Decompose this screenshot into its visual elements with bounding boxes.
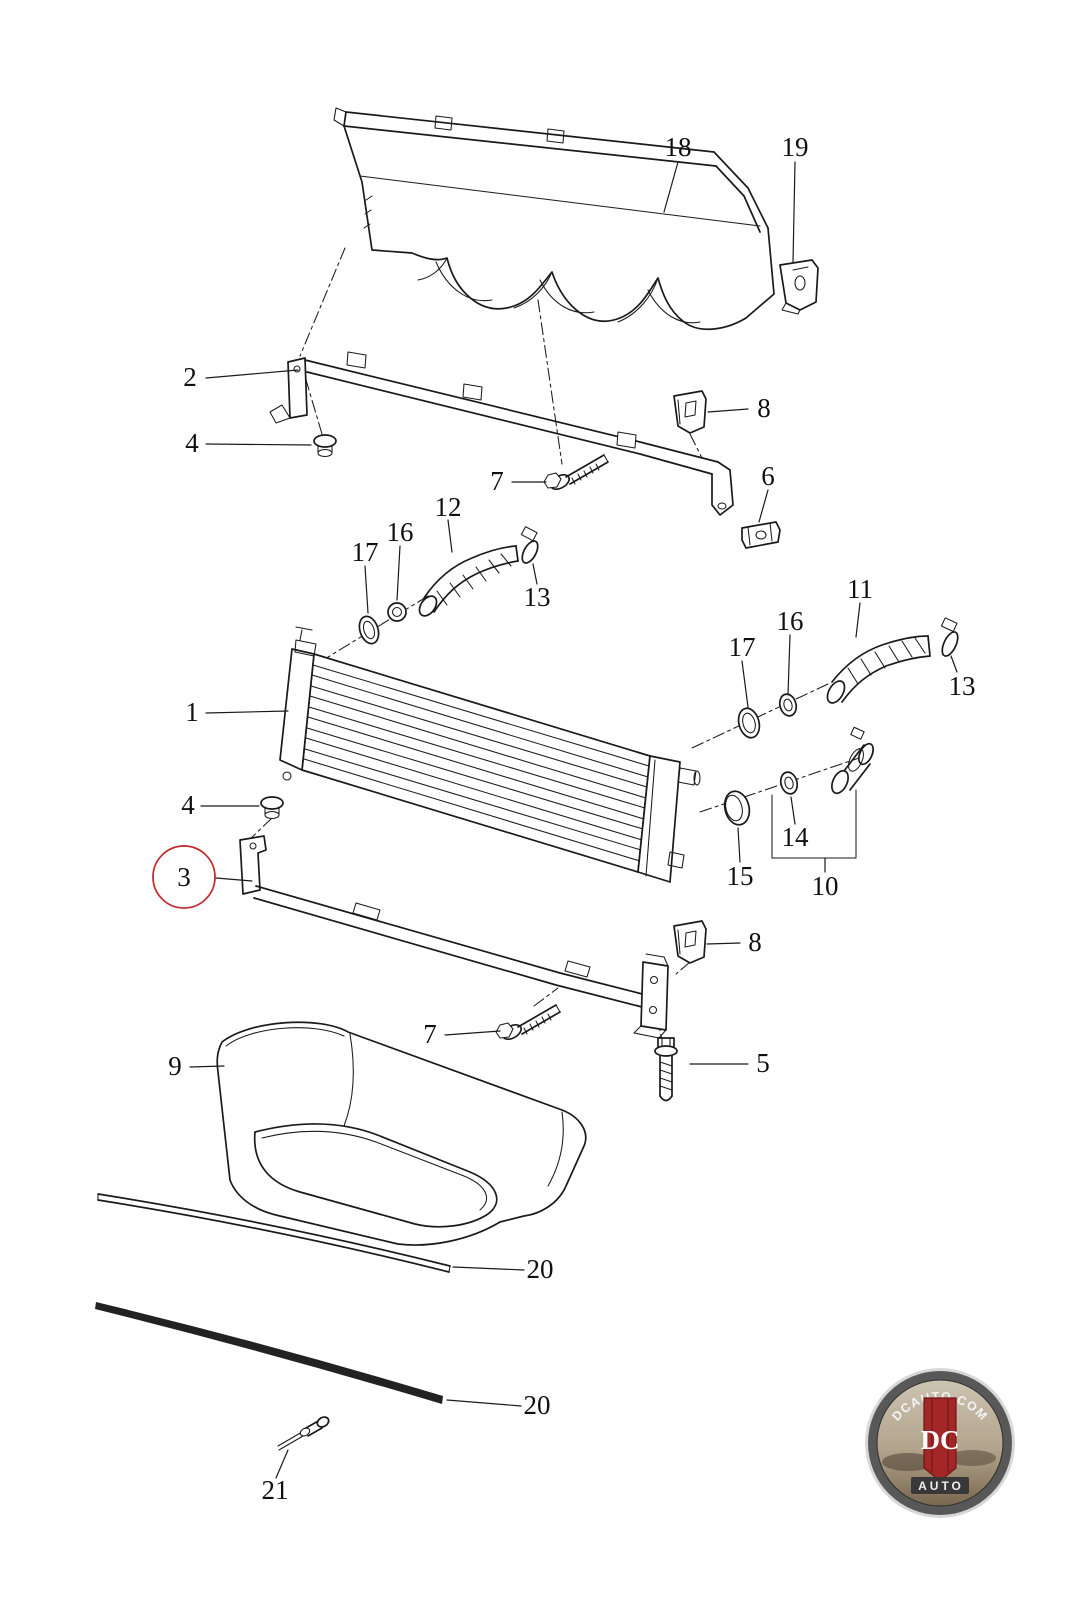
callout-16-left: 16 (387, 517, 414, 547)
part-16-oring-left (387, 602, 407, 622)
callout-4-lower: 4 (181, 790, 195, 820)
part-6-clip (741, 521, 781, 549)
part-17-seal-left (358, 615, 380, 645)
callout-14: 14 (782, 822, 810, 852)
callout-8-lower: 8 (748, 927, 762, 957)
callout-6: 6 (761, 461, 775, 491)
callout-labels: 18 19 2 4 8 7 6 12 13 16 17 1 11 13 16 1… (168, 132, 975, 1505)
part-8-clip-lower (673, 920, 707, 964)
callout-7-upper: 7 (490, 466, 504, 496)
logo-initials: DC (921, 1425, 960, 1455)
part-13-clamp-right (940, 617, 959, 657)
callout-3: 3 (177, 862, 191, 892)
part-2-upper-bracket (269, 351, 734, 516)
callout-20-lower: 20 (524, 1390, 551, 1420)
callout-1: 1 (185, 697, 199, 727)
logo-auto-band (911, 1477, 969, 1494)
part-4-grommet-upper (313, 434, 337, 458)
callout-5: 5 (756, 1048, 770, 1078)
part-10-coupler (771, 726, 875, 859)
part-20-strip-upper (97, 1193, 451, 1273)
part-19-bracket (779, 259, 819, 315)
callout-9: 9 (168, 1051, 182, 1081)
logo-photo-shape (948, 1450, 996, 1466)
part-7-bolt-lower (495, 1004, 561, 1041)
leader-lines (189, 161, 958, 1479)
part-13-clamp-left (520, 526, 539, 564)
highlight-circle-part-3 (152, 845, 216, 909)
logo-banner-stripes (931, 1398, 949, 1472)
callout-18: 18 (665, 132, 692, 162)
callout-17-left: 17 (352, 537, 379, 567)
part-20-strip-lower (95, 1302, 443, 1404)
assembly-axis-lines (247, 247, 863, 1046)
part-11-hose (826, 635, 931, 704)
callout-13-right: 13 (949, 671, 976, 701)
part-15-cap (723, 790, 751, 826)
part-18-air-shroud (333, 107, 775, 331)
part-5-bolt (654, 1037, 678, 1102)
callout-20-upper: 20 (527, 1254, 554, 1284)
part-3-lower-bracket (239, 835, 669, 1039)
part-9-air-duct (216, 1021, 587, 1246)
callout-8-upper: 8 (757, 393, 771, 423)
callout-12: 12 (435, 492, 462, 522)
callout-13-left: 13 (524, 582, 551, 612)
part-16-oring-right (778, 693, 798, 717)
logo-photo-shape (882, 1453, 934, 1471)
callout-10: 10 (812, 871, 839, 901)
callout-16-right: 16 (777, 606, 804, 636)
part-12-hose (418, 545, 519, 617)
part-7-bolt-upper (543, 454, 609, 491)
callout-7-lower: 7 (423, 1019, 437, 1049)
callout-17-right: 17 (729, 632, 756, 662)
part-8-clip-upper (673, 390, 707, 434)
logo-name: AUTO (918, 1479, 964, 1493)
callout-4-upper: 4 (185, 428, 199, 458)
part-4-grommet-lower (260, 796, 284, 820)
callout-21: 21 (262, 1475, 289, 1505)
part-14-oring (779, 771, 799, 795)
callout-2: 2 (183, 362, 197, 392)
callout-11: 11 (847, 574, 873, 604)
callout-15: 15 (727, 861, 754, 891)
part-1-cooler (279, 626, 701, 883)
part-21-rivet (277, 1416, 330, 1451)
callout-19: 19 (782, 132, 809, 162)
part-17-seal-right (737, 707, 761, 739)
exploded-diagram (95, 107, 959, 1479)
